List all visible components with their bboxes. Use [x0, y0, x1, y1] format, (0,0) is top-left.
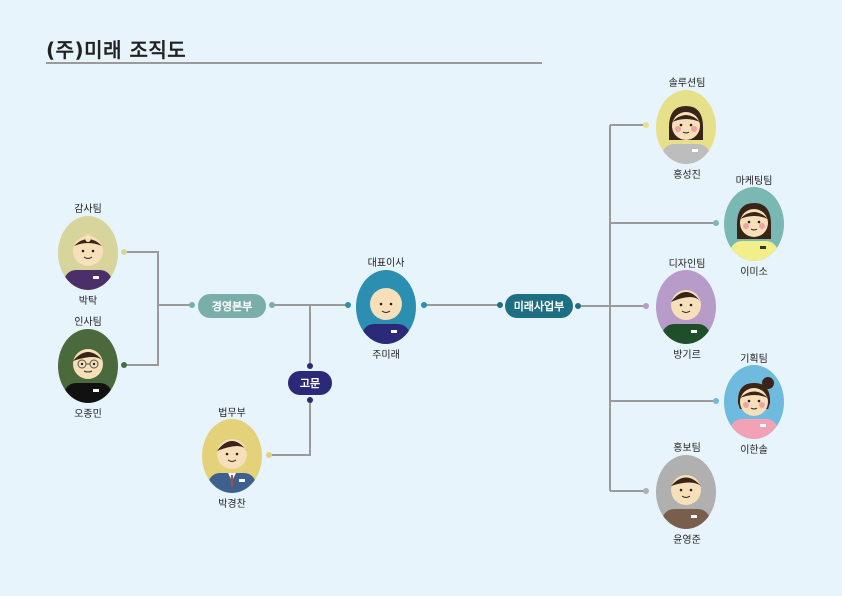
- solution-person-name: 홍성진: [673, 170, 701, 181]
- audit-avatar: [58, 216, 118, 290]
- planning-team-label: 기획팀: [740, 354, 768, 365]
- future-business-division-badge: 미래사업부: [505, 294, 573, 318]
- management-division-badge: 경영본부: [198, 294, 266, 318]
- page-title: (주)미래 조직도: [46, 38, 187, 62]
- marketing-person-name: 이미소: [740, 267, 768, 278]
- legal-person-name: 박경찬: [218, 499, 246, 510]
- audit-person-name: 박탁: [78, 296, 98, 307]
- solution-team-label: 솔루션팀: [668, 78, 706, 89]
- legal-team-label: 법무부: [218, 408, 246, 419]
- hr-person-name: 오종민: [74, 409, 102, 420]
- legal-avatar: [202, 419, 262, 493]
- solution-avatar: [656, 90, 716, 164]
- pr-person-name: 윤영준: [673, 535, 701, 546]
- ceo-title-label: 대표이사: [367, 258, 405, 269]
- design-team-label: 디자인팀: [668, 259, 706, 270]
- planning-avatar: [724, 365, 784, 439]
- design-person-name: 방기르: [673, 350, 701, 361]
- hr-team-label: 인사팀: [74, 317, 102, 328]
- title-divider: [46, 62, 542, 64]
- design-avatar: [656, 270, 716, 344]
- planning-person-name: 이한솔: [740, 445, 768, 456]
- ceo-avatar: [356, 270, 416, 344]
- audit-team-label: 감사팀: [74, 204, 102, 215]
- ceo-person-name: 주미래: [372, 350, 400, 361]
- marketing-avatar: [724, 187, 784, 261]
- pr-team-label: 홍보팀: [673, 443, 701, 454]
- pr-avatar: [656, 455, 716, 529]
- marketing-team-label: 마케팅팀: [735, 176, 773, 187]
- hr-avatar: [58, 329, 118, 403]
- advisor-badge: 고문: [288, 371, 332, 395]
